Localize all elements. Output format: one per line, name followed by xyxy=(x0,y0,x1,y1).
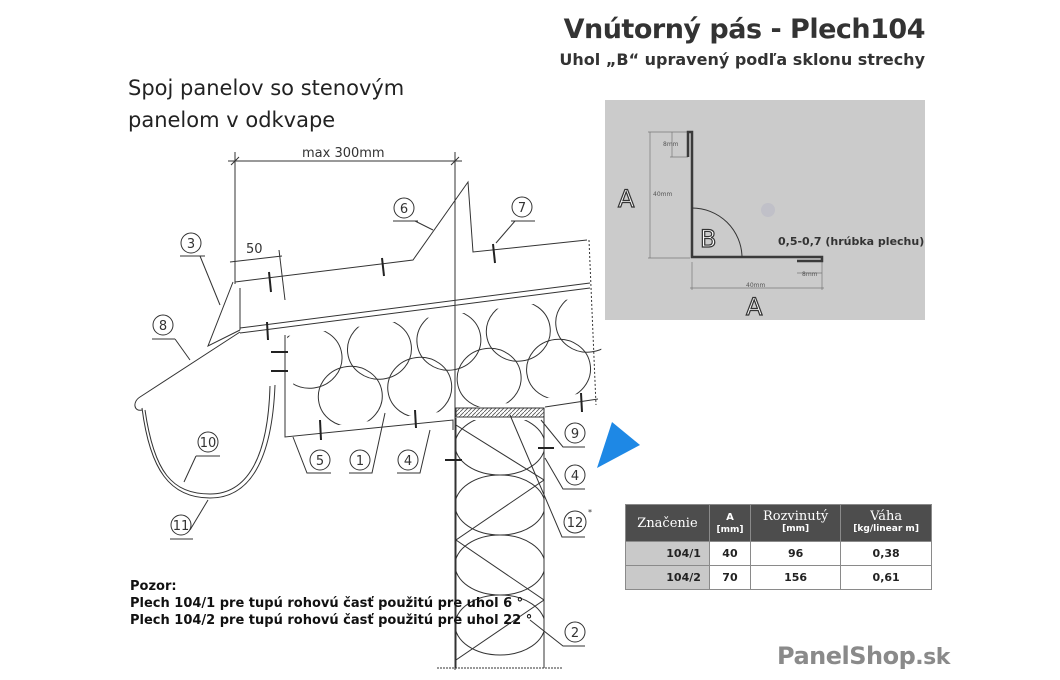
svg-text:8mm: 8mm xyxy=(663,141,679,148)
pointer-arrow-icon xyxy=(597,422,640,468)
svg-text:2: 2 xyxy=(571,626,579,641)
warning-note: Pozor: Plech 104/1 pre tupú rohovú časť … xyxy=(130,578,532,629)
col-header: Značenie xyxy=(625,504,710,542)
note-title: Pozor: xyxy=(130,579,177,594)
table-row: 104/1 40 96 0,38 xyxy=(625,541,932,566)
callout-10: 10 xyxy=(183,431,220,483)
roof-panel xyxy=(234,180,607,438)
note-line-1: Plech 104/1 pre tupú rohovú časť použitú… xyxy=(130,596,524,611)
callout-9: 9 xyxy=(540,419,586,448)
col-header: Váha[kg/linear m] xyxy=(840,504,932,542)
svg-text:A: A xyxy=(746,293,763,321)
svg-text:40mm: 40mm xyxy=(746,282,765,289)
col-header: A[mm] xyxy=(708,504,751,542)
note-line-2: Plech 104/2 pre tupú rohovú časť použitú… xyxy=(130,613,533,628)
callout-4a: 4 xyxy=(397,429,431,474)
callout-7: 7 xyxy=(495,196,535,244)
dimension-max-300: max 300mm xyxy=(228,146,462,670)
callout-12: 12 * xyxy=(509,414,592,538)
heading-line-2: panelom v odkvape xyxy=(128,108,336,132)
panelshop-logo: PanelShop.sk xyxy=(777,642,950,670)
svg-text:12: 12 xyxy=(567,516,584,531)
svg-text:3: 3 xyxy=(187,237,195,252)
callout-6: 6 xyxy=(393,197,434,231)
svg-text:11: 11 xyxy=(173,519,190,534)
svg-text:4: 4 xyxy=(404,454,412,469)
dimension-50: 50 xyxy=(229,242,286,301)
svg-text:9: 9 xyxy=(571,427,579,442)
table-row: 104/2 70 156 0,61 xyxy=(625,565,932,590)
profile-diagram: 8mm 40mm 8mm 40mm A B A 0,5-0,7 (hrúbka … xyxy=(605,100,925,322)
svg-text:7: 7 xyxy=(518,201,526,216)
eave-flashing xyxy=(134,281,276,499)
col-header: Rozvinutý[mm] xyxy=(749,504,842,542)
page-subtitle: Uhol „B“ upravený podľa sklonu strechy xyxy=(559,50,925,69)
svg-text:B: B xyxy=(700,225,716,253)
screws xyxy=(266,243,583,461)
svg-text:8: 8 xyxy=(159,319,167,334)
spec-table: Značenie A[mm] Rozvinutý[mm] Váha[kg/lin… xyxy=(625,504,932,590)
marker-dot xyxy=(761,203,775,217)
svg-text:1: 1 xyxy=(356,454,364,469)
callout-3: 3 xyxy=(180,232,221,306)
callout-2: 2 xyxy=(529,619,586,647)
svg-text:5: 5 xyxy=(316,454,324,469)
svg-text:*: * xyxy=(588,508,592,517)
callout-11: 11 xyxy=(170,499,209,540)
svg-text:max 300mm: max 300mm xyxy=(302,146,385,161)
table-header-row: Značenie A[mm] Rozvinutý[mm] Váha[kg/lin… xyxy=(625,504,932,542)
wall-panel xyxy=(437,407,563,669)
svg-text:40mm: 40mm xyxy=(653,191,672,198)
svg-text:8mm: 8mm xyxy=(802,271,818,278)
page-title: Vnútorný pás - Plech104 xyxy=(563,14,926,45)
callout-8: 8 xyxy=(152,314,191,361)
panel-insulation xyxy=(287,296,607,427)
callout-4b: 4 xyxy=(544,457,586,490)
svg-text:0,5-0,7 (hrúbka plechu): 0,5-0,7 (hrúbka plechu) xyxy=(778,235,924,248)
callouts: 3 6 7 8 10 11 5 1 4 9 4 12 * 2 xyxy=(152,196,592,647)
wall-insulation xyxy=(456,420,544,661)
svg-text:A: A xyxy=(618,185,635,213)
svg-text:50: 50 xyxy=(246,242,263,257)
svg-text:6: 6 xyxy=(400,202,408,217)
heading-line-1: Spoj panelov so stenovým xyxy=(128,76,405,100)
callout-1: 1 xyxy=(349,412,386,474)
svg-text:4: 4 xyxy=(571,469,579,484)
svg-text:10: 10 xyxy=(200,436,217,451)
callout-5: 5 xyxy=(292,436,331,474)
drawing-heading: Spoj panelov so stenovým panelom v odkva… xyxy=(128,72,404,136)
